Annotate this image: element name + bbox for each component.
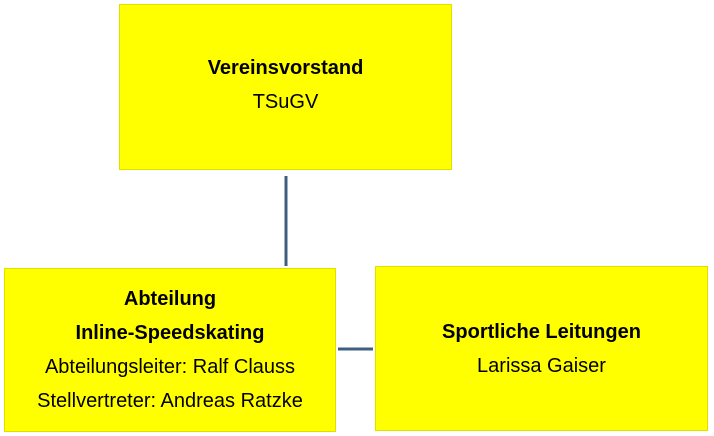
node-sportliche-leitungen-person: Larissa Gaiser	[477, 354, 606, 377]
node-sportliche-leitungen: Sportliche Leitungen Larissa Gaiser	[375, 266, 708, 431]
node-abteilung-title-line2: Inline-Speedskating	[75, 322, 265, 344]
node-sportliche-leitungen-title: Sportliche Leitungen	[442, 320, 641, 343]
node-abteilung-title-line1: Abteilung	[123, 288, 217, 310]
node-abteilung-head: Abteilungsleiter: Ralf Clauss	[44, 356, 296, 378]
node-vereinsvorstand-title: Vereinsvorstand	[207, 57, 364, 79]
node-vereinsvorstand: Vereinsvorstand TSuGV	[119, 4, 452, 170]
node-vereinsvorstand-subtitle: TSuGV	[252, 91, 319, 113]
node-abteilung-deputy: Stellvertreter: Andreas Ratzke	[37, 390, 303, 412]
node-abteilung: Abteilung Inline-Speedskating Abteilungs…	[4, 268, 336, 432]
